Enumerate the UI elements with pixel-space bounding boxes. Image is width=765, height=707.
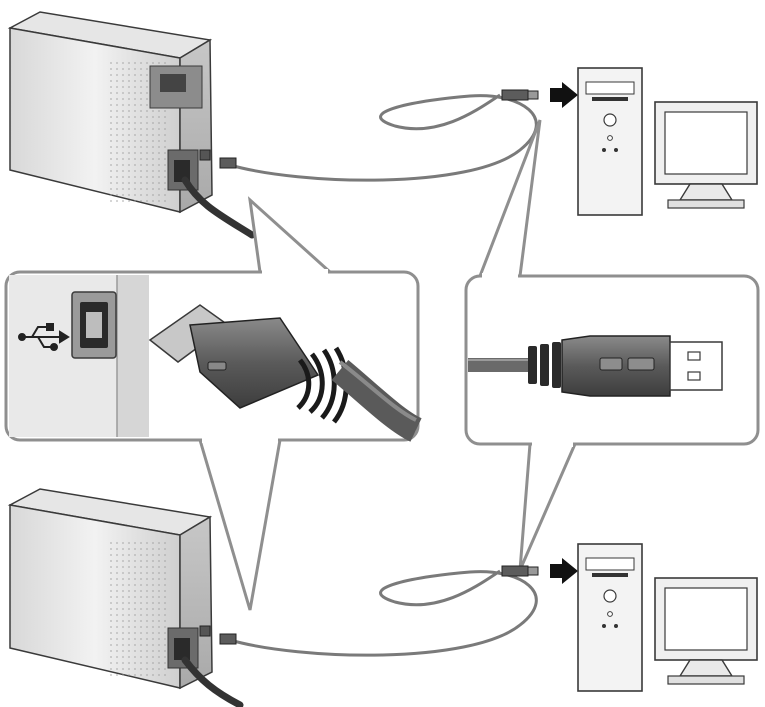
usb-cable-bottom	[220, 566, 538, 655]
arrow-right-icon	[550, 82, 578, 108]
computer-top	[578, 68, 757, 215]
usb-cable-top	[220, 90, 538, 180]
arrow-right-icon	[550, 558, 578, 584]
film-scanner-top	[10, 12, 252, 235]
computer-bottom	[578, 544, 757, 691]
film-scanner-bottom	[10, 489, 240, 705]
